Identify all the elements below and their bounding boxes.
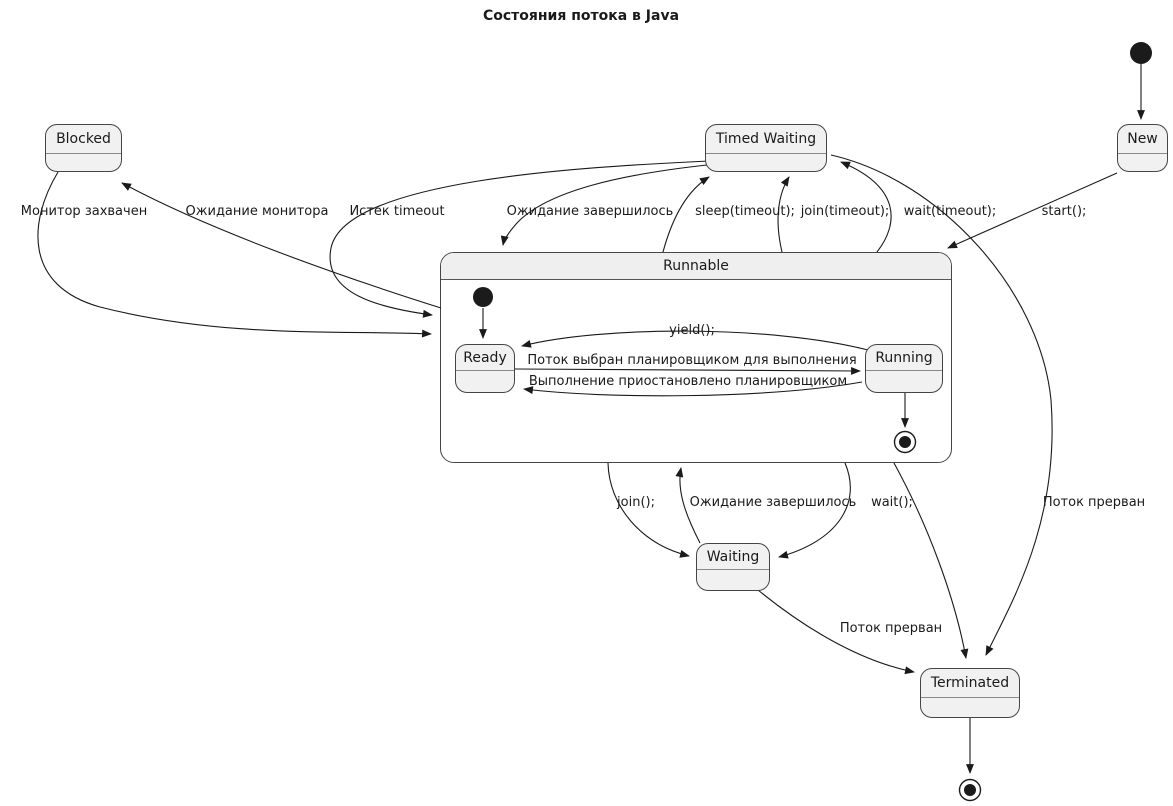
edge-runnable-to-waiting-join	[607, 462, 690, 558]
state-running-label: Running	[866, 345, 942, 371]
edge-timedwaiting-to-runnable-timeout	[329, 160, 710, 318]
state-timed-waiting-label: Timed Waiting	[706, 125, 826, 154]
diagram-title: Состояния потока в Java	[482, 8, 680, 24]
edge-label-start: start();	[1041, 204, 1087, 219]
final-state-dot	[964, 784, 976, 796]
state-ready-label: Ready	[456, 345, 514, 371]
edge-waiting-to-terminated	[757, 589, 915, 675]
edge-label-wait-finished-waiting: Ожидание завершилось	[689, 495, 857, 510]
edge-label-yield: yield();	[669, 323, 715, 338]
edge-label-interrupted-from-timed: Поток прерван	[1042, 495, 1146, 510]
edge-label-interrupted-from-waiting: Поток прерван	[839, 621, 943, 636]
state-new-label: New	[1118, 125, 1167, 154]
edge-running-to-ready-suspended	[523, 381, 863, 397]
edge-new-to-runnable	[947, 172, 1118, 249]
edge-label-monitor-acquired: Монитор захвачен	[20, 204, 148, 219]
edge-label-scheduler-selected: Поток выбран планировщиком для выполнени…	[527, 353, 857, 368]
edge-waiting-to-runnable	[675, 467, 701, 544]
edge-runnable-to-timedwaiting-wait	[840, 161, 892, 253]
edge-runnable-to-terminated	[893, 462, 969, 659]
state-running: Running	[865, 344, 943, 393]
edge-timedwaiting-to-terminated	[830, 154, 1053, 656]
edge-label-join: join();	[617, 495, 655, 510]
edge-ready-to-running	[514, 366, 861, 375]
state-terminated: Terminated	[920, 668, 1020, 718]
state-new: New	[1117, 124, 1168, 172]
runnable-initial-state-icon	[473, 287, 493, 307]
runnable-final-state-dot	[899, 436, 911, 448]
edge-running-to-ready-yield	[521, 330, 869, 351]
state-blocked-label: Blocked	[46, 125, 121, 154]
initial-state-icon	[1130, 42, 1152, 64]
edge-label-join-timeout: join(timeout);	[800, 204, 890, 219]
edge-runnable-to-timedwaiting-sleep	[662, 176, 710, 253]
edge-runnable-to-waiting-wait	[778, 462, 851, 559]
state-timed-waiting: Timed Waiting	[705, 124, 827, 172]
edge-runnable-to-blocked	[121, 182, 442, 309]
edge-timedwaiting-to-runnable-finished	[500, 164, 708, 246]
state-runnable-label: Runnable	[441, 253, 951, 280]
edge-label-sleep-timeout: sleep(timeout);	[695, 204, 795, 219]
edge-label-monitor-wait: Ожидание монитора	[185, 204, 329, 219]
state-waiting: Waiting	[696, 543, 770, 591]
state-ready: Ready	[455, 344, 515, 393]
edge-label-wait-timeout: wait(timeout);	[903, 204, 997, 219]
state-terminated-label: Terminated	[921, 669, 1019, 698]
edge-label-wait: wait();	[871, 495, 913, 510]
state-blocked: Blocked	[45, 124, 122, 172]
state-waiting-label: Waiting	[697, 544, 769, 570]
edge-runnable-to-timedwaiting-join	[777, 176, 790, 253]
edge-label-scheduler-suspended: Выполнение приостановлено планировщиком	[528, 374, 848, 389]
edge-label-wait-finished-timed: Ожидание завершилось	[506, 204, 674, 219]
edge-label-timeout-expired: Истек timeout	[349, 204, 445, 219]
edge-blocked-to-runnable	[37, 171, 432, 338]
